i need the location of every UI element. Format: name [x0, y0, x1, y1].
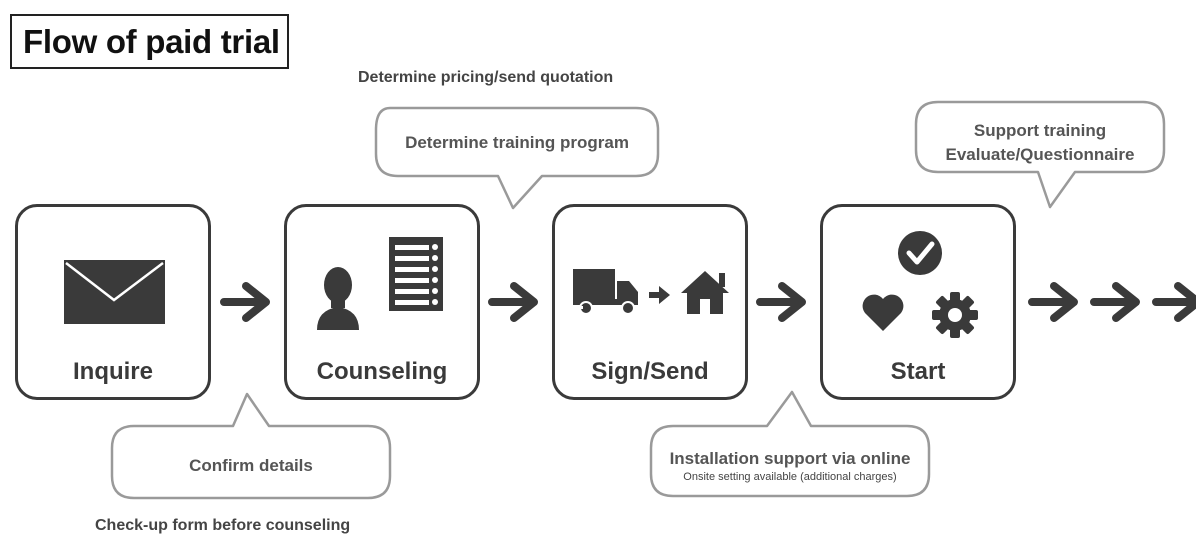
step-inquire: Inquire — [15, 204, 211, 400]
arrow-right-icon — [1028, 282, 1078, 322]
step-label-counseling: Counseling — [316, 358, 448, 385]
arrow-right-icon — [756, 282, 806, 322]
callout-installation-support — [649, 390, 931, 498]
step-label-start: Start — [890, 358, 946, 385]
step-label-sign-send: Sign/Send — [591, 358, 709, 385]
arrow-right-icon — [488, 282, 538, 322]
callout-support-line1: Support training — [973, 121, 1107, 140]
person-checklist-icon — [317, 237, 443, 330]
page-title: Flow of paid trial — [10, 14, 289, 69]
callout-installation-main: Installation support via online — [669, 449, 911, 468]
callout-training-program — [374, 106, 660, 210]
callout-confirm-details — [110, 392, 392, 500]
callout-installation-sub: Onsite setting available (additional cha… — [683, 471, 897, 483]
arrow-right-icon — [220, 282, 270, 322]
step-counseling: Counseling — [284, 204, 480, 400]
check-heart-gear-icon — [862, 231, 978, 338]
checkup-note: Check-up form before counseling — [95, 517, 351, 534]
callout-training-program-text: Determine training program — [405, 133, 629, 152]
arrow-right-icon — [1090, 282, 1140, 322]
truck-to-house-icon — [573, 269, 729, 315]
envelope-icon — [64, 260, 165, 324]
pricing-note: Determine pricing/send quotation — [358, 69, 614, 86]
step-label-inquire: Inquire — [72, 358, 153, 385]
callout-confirm-text: Confirm details — [189, 456, 313, 475]
callout-support-training — [914, 100, 1166, 209]
step-sign-send: Sign/Send — [552, 204, 748, 400]
arrow-right-icon — [1152, 282, 1196, 322]
callout-support-line2: Evaluate/Questionnaire — [945, 145, 1135, 164]
step-start: Start — [820, 204, 1016, 400]
